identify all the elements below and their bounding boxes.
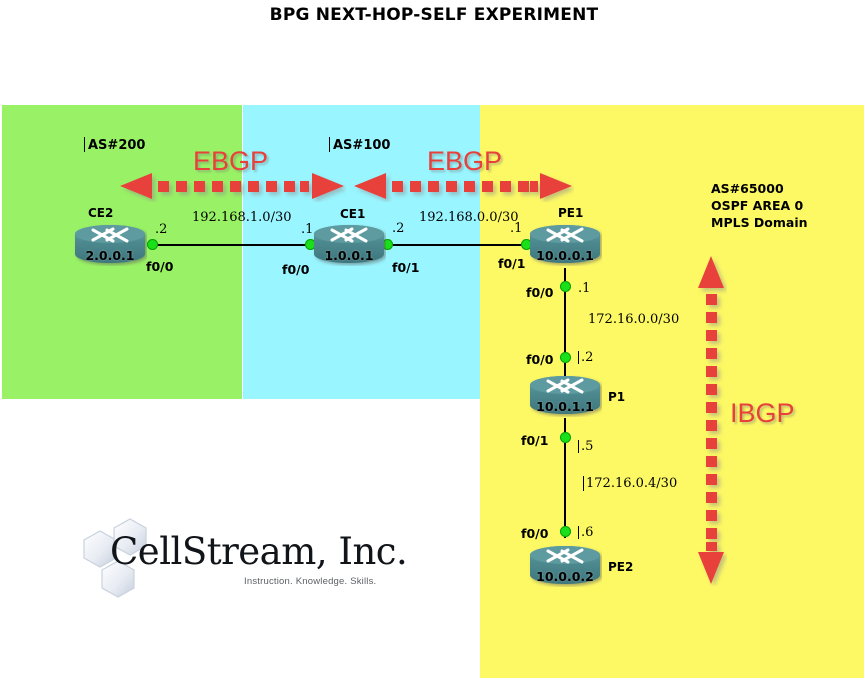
link-endpoint-p1-f00 [560,352,571,363]
router-p1[interactable]: 10.0.1.1 [528,375,602,417]
iface-ce2-f00: f0/0 [146,259,174,274]
subnet-label-192-168-1-0: 192.168.1.0/30 [192,210,292,225]
router-name-ce2: CE2 [88,206,114,220]
subnet-label-172-16-0-4: 172.16.0.4/30 [582,476,678,491]
octet-ce2-f00: .2 [155,222,168,237]
ibgp-label: IBGP [730,398,795,428]
link-endpoint-pe1-f00 [560,281,571,292]
mpls-domain-ospf: OSPF AREA 0 [711,198,804,213]
link-endpoint-ce1-f01 [382,239,393,250]
ibgp-arrow [697,254,727,591]
subnet-label-192-168-0-0: 192.168.0.0/30 [419,210,519,225]
router-loopback-ce1: 1.0.0.1 [324,248,374,263]
router-name-pe1: PE1 [558,206,584,220]
ebgp-arrow-right [352,172,574,207]
ebgp-arrow-left [118,172,346,207]
router-loopback-pe2: 10.0.0.2 [536,569,594,584]
ebgp-label-left: EBGP [193,146,269,176]
hexagon-icon [83,518,147,598]
router-name-p1: P1 [608,390,626,404]
router-loopback-ce2: 2.0.0.1 [85,248,135,263]
router-loopback-p1: 10.0.1.1 [536,399,594,414]
link-endpoint-ce2-f00 [147,239,158,250]
link-endpoint-ce1-f00 [305,239,316,250]
router-pe2[interactable]: 10.0.0.2 [528,545,602,587]
octet-ce1-f01: .2 [392,221,405,236]
iface-p1-f00: f0/0 [526,352,554,367]
iface-p1-f01: f0/1 [521,433,549,448]
mpls-domain-block: AS#65000 OSPF AREA 0 MPLS Domain [711,180,808,231]
page-title: BPG NEXT-HOP-SELF EXPERIMENT [269,5,599,25]
link-pe1-p1 [564,268,566,388]
link-endpoint-p1-f01 [560,432,571,443]
link-ce2-ce1 [150,244,320,246]
octet-ce1-f00: .1 [301,222,314,237]
router-name-pe2: PE2 [608,560,634,574]
logo-tagline: Instruction. Knowledge. Skills. [244,576,377,587]
link-ce1-pe1 [385,244,531,246]
mpls-domain-as: AS#65000 [711,181,784,196]
octet-p1-f00: .2 [577,350,594,365]
octet-pe1-f01: .1 [510,221,523,236]
router-loopback-pe1: 10.0.0.1 [536,248,594,263]
ebgp-label-right: EBGP [427,146,503,176]
octet-pe2-f00: .6 [577,525,594,540]
as-label-100: AS#100 [328,137,391,153]
octet-p1-f01: .5 [577,439,594,454]
iface-pe1-f01: f0/1 [498,256,526,271]
link-endpoint-pe1-f01 [521,239,532,250]
iface-pe1-f00: f0/0 [526,285,554,300]
router-pe1[interactable]: 10.0.0.1 [528,224,602,266]
cellstream-logo: CellStream, Inc. Instruction. Knowledge.… [62,512,408,604]
logo-wordmark: CellStream, Inc. [110,530,408,573]
router-ce2[interactable]: 2.0.0.1 [73,224,147,266]
mpls-domain-name: MPLS Domain [711,215,808,230]
link-p1-pe2 [564,418,566,538]
iface-ce1-f01: f0/1 [392,260,420,275]
as-label-200: AS#200 [83,137,146,153]
router-ce1[interactable]: 1.0.0.1 [312,224,386,266]
iface-ce1-f00: f0/0 [282,262,310,277]
link-endpoint-pe2-f00 [560,526,571,537]
iface-pe2-f00: f0/0 [521,526,549,541]
subnet-label-172-16-0-0: 172.16.0.0/30 [588,312,680,327]
router-name-ce1: CE1 [340,207,366,221]
octet-pe1-f00: .1 [578,281,591,296]
